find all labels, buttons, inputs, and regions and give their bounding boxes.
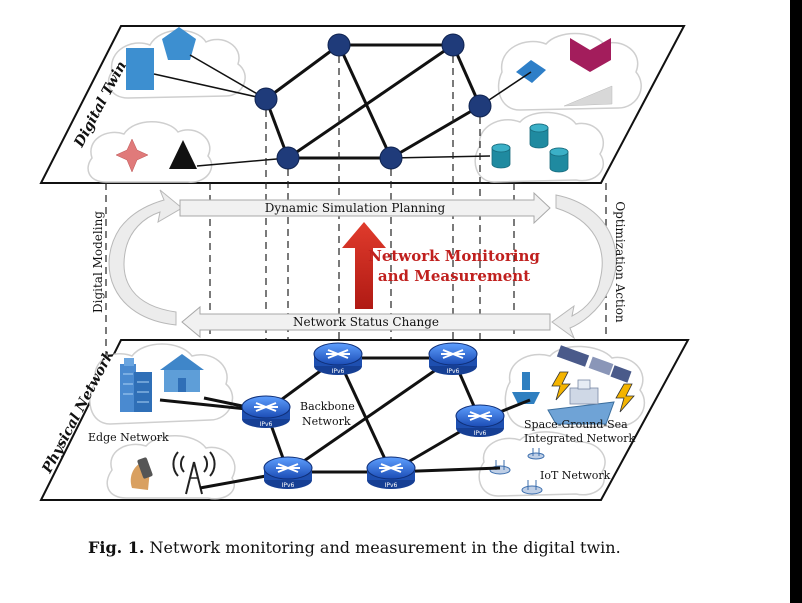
router-icon — [313, 342, 363, 375]
optimization-action-arrow — [551, 194, 617, 340]
network-status-arrow — [181, 305, 551, 339]
router-nodes — [241, 342, 505, 489]
buoy-icon — [512, 372, 540, 404]
antenna-tower-icon — [172, 451, 216, 495]
sgs-label-line1: Space-Ground-Sea — [524, 418, 628, 431]
caption-label: Fig. 1. — [88, 538, 145, 557]
router-tag: IPv6 — [282, 482, 295, 489]
router-tag: IPv6 — [332, 368, 345, 375]
rectangle-shape — [126, 48, 154, 90]
network-status-label: Network Status Change — [293, 315, 439, 329]
router-tag: IPv6 — [260, 421, 273, 428]
star-shape — [115, 138, 149, 173]
digital-twin-nodes — [254, 33, 492, 170]
digital-modeling-label: Digital Modeling — [91, 211, 105, 313]
ship-icon — [547, 379, 615, 425]
diamond-shape — [516, 60, 546, 83]
pentagon-shape — [162, 27, 196, 60]
monitoring-arrow — [342, 222, 386, 309]
caption-text: Network monitoring and measurement in th… — [144, 538, 621, 557]
wedge-shape — [563, 85, 613, 107]
dynamic-simulation-arrow — [179, 191, 551, 225]
router-icon — [428, 342, 478, 375]
triangle-shape — [169, 140, 197, 169]
router-tag: IPv6 — [447, 368, 460, 375]
cylinder-group — [491, 123, 569, 173]
optimization-action-label: Optimization Action — [613, 201, 627, 323]
router-icon — [263, 456, 313, 489]
page-edge — [790, 0, 802, 603]
building-icon — [120, 358, 152, 412]
backbone-label-line1: Backbone — [300, 400, 355, 413]
backbone-label-line2: Network — [302, 415, 351, 428]
router-tag: IPv6 — [474, 430, 487, 437]
house-icon — [160, 354, 204, 392]
lightning-icon — [551, 371, 635, 413]
monitoring-label-line1: Network Monitoring — [368, 247, 540, 265]
router-icon — [241, 395, 291, 428]
router-icon — [455, 404, 505, 437]
chevron-shape — [570, 38, 611, 72]
router-tag: IPv6 — [385, 482, 398, 489]
dynamic-simulation-label: Dynamic Simulation Planning — [265, 201, 446, 215]
sgs-label-line2: Integrated Network — [524, 432, 636, 445]
satellite-icon — [556, 345, 632, 383]
digital-modeling-arrow — [108, 189, 183, 326]
iot-label: IoT Network — [540, 469, 611, 482]
cloud-iot — [478, 431, 606, 497]
figure-caption: Fig. 1. Network monitoring and measureme… — [88, 538, 621, 557]
router-icon — [366, 456, 416, 489]
phone-hand-icon — [130, 457, 153, 490]
monitoring-label-line2: and Measurement — [378, 267, 530, 285]
edge-network-label: Edge Network — [88, 431, 169, 444]
